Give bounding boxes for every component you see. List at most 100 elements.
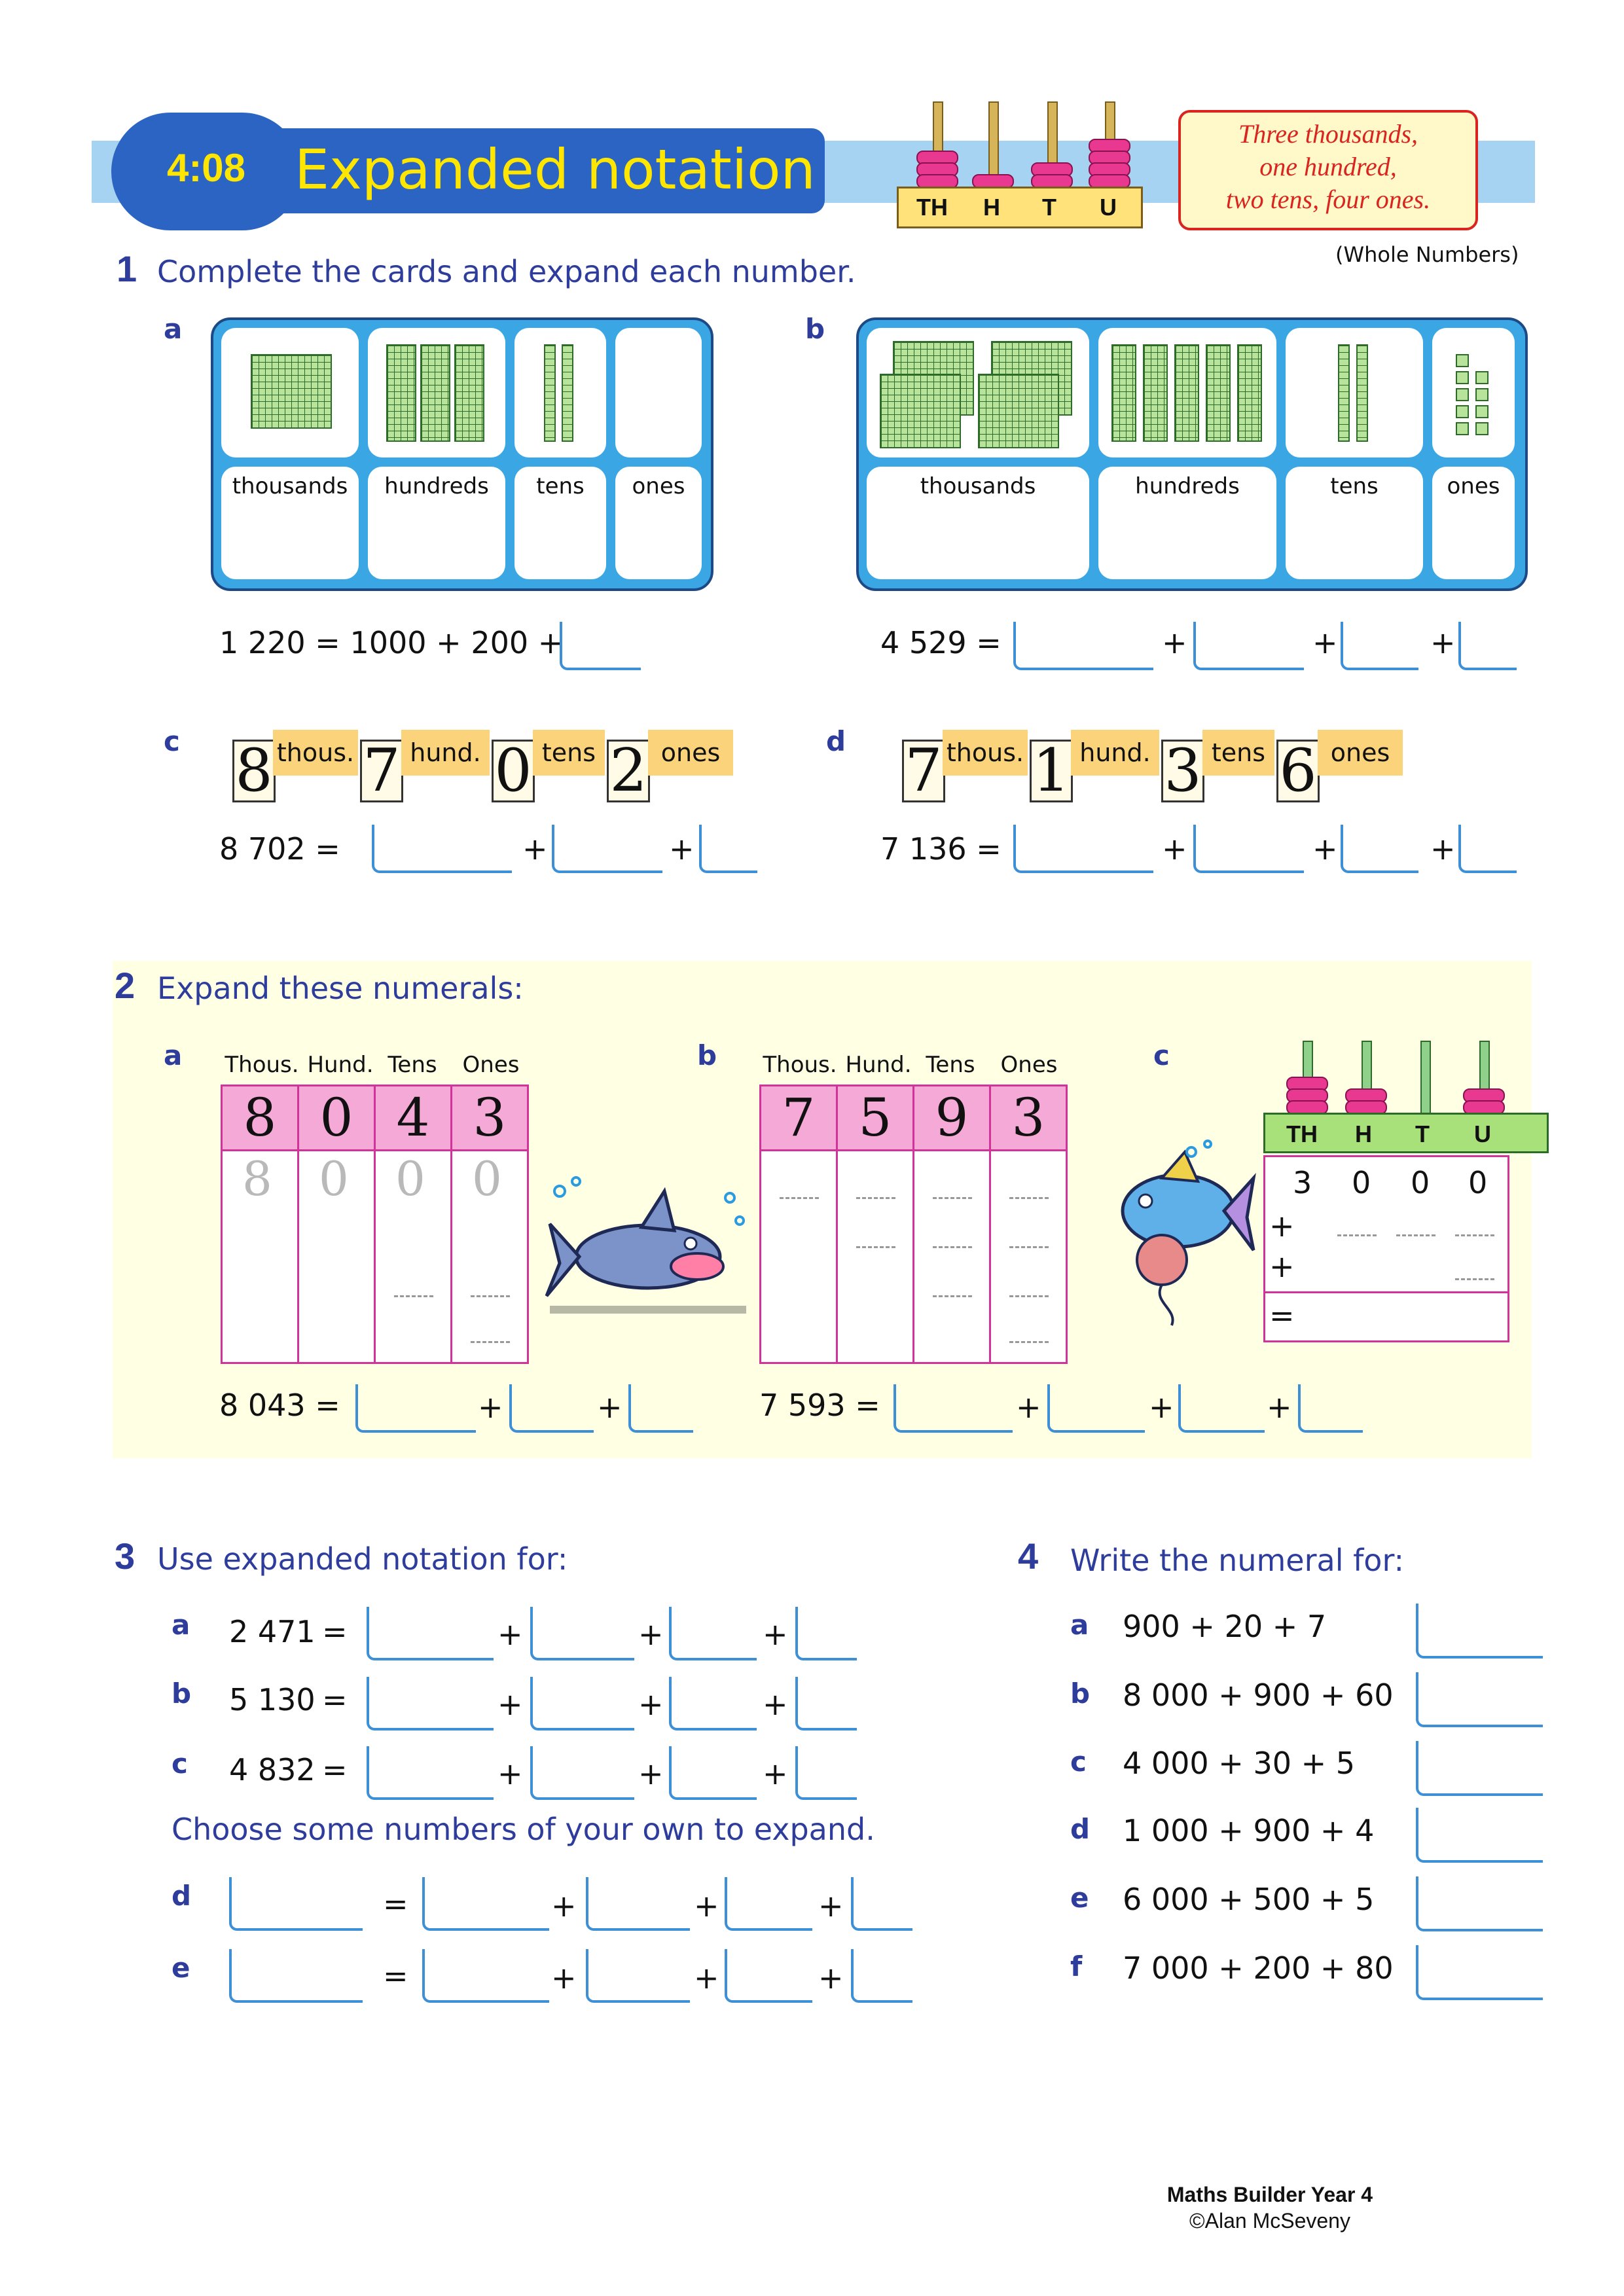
q3d-box-4[interactable] (851, 1877, 912, 1931)
q1d-equation: 7 136 = (880, 831, 1001, 867)
q4e-answer-box[interactable] (1416, 1876, 1543, 1931)
q3c-box-1[interactable] (367, 1746, 494, 1800)
q3e-box-1[interactable] (422, 1949, 549, 2003)
q1a-block-tens (514, 328, 606, 457)
q3a-box-2[interactable] (530, 1607, 634, 1660)
q4f-answer-box[interactable] (1416, 1945, 1543, 2000)
q1b-card-thousands[interactable]: thousands (867, 467, 1089, 579)
q2a-col-thousands[interactable]: 8 (221, 1149, 299, 1364)
q1d-box-2[interactable] (1193, 825, 1304, 873)
q1b-card-hundreds[interactable]: hundreds (1098, 467, 1276, 579)
q2c-label: c (1153, 1039, 1170, 1071)
q4d-answer-box[interactable] (1416, 1808, 1543, 1863)
q3c-box-4[interactable] (795, 1746, 857, 1800)
q3e-number-box[interactable] (229, 1949, 363, 2003)
q1b-label: b (805, 313, 825, 345)
q2b-label: b (697, 1039, 717, 1071)
q3c-box-2[interactable] (530, 1746, 634, 1800)
q2a-digit-hundreds: 0 (297, 1085, 376, 1151)
q1a-card-thousands[interactable]: thousands (221, 467, 359, 579)
q3c-box-3[interactable] (669, 1746, 757, 1800)
q2a-box-1[interactable] (355, 1384, 476, 1433)
q3b-box-3[interactable] (669, 1677, 757, 1731)
q1b-card-tens[interactable]: tens (1286, 467, 1423, 579)
q2b-col-ones[interactable] (989, 1149, 1068, 1364)
q2-instruction: Expand these numerals: (157, 971, 524, 1006)
q2a-col-ones[interactable]: 0 (450, 1149, 529, 1364)
q4-number: 4 (1018, 1535, 1039, 1577)
q3d-box-2[interactable] (586, 1877, 690, 1931)
q3a-box-1[interactable] (367, 1607, 494, 1660)
q3-number: 3 (115, 1535, 135, 1577)
q1a-equation: 1 220 = 1000 + 200 + (219, 625, 564, 660)
q1b-box-3[interactable] (1341, 622, 1418, 670)
q4a-answer-box[interactable] (1416, 1604, 1543, 1659)
q2b-col-tens[interactable] (912, 1149, 991, 1364)
q3b-box-2[interactable] (530, 1677, 634, 1731)
q1a-panel: thousands hundreds tens ones (211, 317, 713, 591)
q1a-card-tens[interactable]: tens (514, 467, 606, 579)
q1c-label: c (164, 725, 180, 757)
q4c-answer-box[interactable] (1416, 1741, 1543, 1796)
q4-instruction: Write the numeral for: (1070, 1543, 1405, 1578)
q2a-col-tens[interactable]: 0 (374, 1149, 452, 1364)
q1d-box-4[interactable] (1458, 825, 1517, 873)
q1d-label: d (826, 725, 846, 757)
q1c-box-3[interactable] (699, 825, 757, 873)
q1a-block-ones (615, 328, 702, 457)
q1d-box-1[interactable] (1013, 825, 1153, 873)
q3e-box-3[interactable] (725, 1949, 812, 2003)
q2b-digit-tens: 9 (912, 1085, 991, 1151)
q4b-answer-box[interactable] (1416, 1672, 1543, 1727)
q1c-box-2[interactable] (552, 825, 662, 873)
q1a-block-thousands (221, 328, 359, 457)
header-abacus: TH H T U (897, 98, 1146, 229)
q3d-box-3[interactable] (725, 1877, 812, 1931)
q1c-box-1[interactable] (372, 825, 512, 873)
q2c-abacus: TH H T U (1263, 1037, 1551, 1155)
q3-instruction: Use expanded notation for: (157, 1541, 568, 1577)
q3d-number-box[interactable] (229, 1877, 363, 1931)
q2a-label: a (164, 1039, 183, 1071)
q1b-panel: thousands hundreds tens ones (856, 317, 1528, 591)
footer-book: Maths Builder Year 4 (1166, 2183, 1373, 2206)
q2a-col-hundreds[interactable]: 0 (297, 1149, 376, 1364)
q3-own-prompt: Choose some numbers of your own to expan… (171, 1812, 875, 1847)
q3b-box-1[interactable] (367, 1677, 494, 1731)
q1d-strip: 7 thous. 1 hund. 3 tens 6 ones (902, 717, 1458, 802)
q3d-box-1[interactable] (422, 1877, 549, 1931)
q2a-box-2[interactable] (509, 1384, 594, 1433)
q1b-box-2[interactable] (1193, 622, 1304, 670)
q3a-box-4[interactable] (795, 1607, 857, 1660)
q1a-card-ones[interactable]: ones (615, 467, 702, 579)
q1b-box-4[interactable] (1458, 622, 1517, 670)
q2a-digit-tens: 4 (374, 1085, 452, 1151)
q2b-col-hundreds[interactable] (836, 1149, 914, 1364)
q3a-box-3[interactable] (669, 1607, 757, 1660)
q1b-box-1[interactable] (1013, 622, 1153, 670)
q2b-equation: 7 593 = (759, 1388, 880, 1423)
q2b-digit-thousands: 7 (759, 1085, 838, 1151)
q1c-strip: 8 thous. 7 hund. 0 tens 2 ones (232, 717, 789, 802)
q2b-box-3[interactable] (1178, 1384, 1265, 1433)
q2b-digit-ones: 3 (989, 1085, 1068, 1151)
q2b-box-4[interactable] (1298, 1384, 1363, 1433)
q3e-box-2[interactable] (586, 1949, 690, 2003)
q1a-answer-box[interactable] (560, 622, 641, 670)
q2b-col-thousands[interactable] (759, 1149, 838, 1364)
shark-illustration (543, 1172, 753, 1322)
q1d-box-3[interactable] (1341, 825, 1418, 873)
q2a-box-3[interactable] (628, 1384, 693, 1433)
q1b-card-ones[interactable]: ones (1432, 467, 1515, 579)
q2-number: 2 (115, 965, 135, 1006)
q2b-box-1[interactable] (893, 1384, 1013, 1433)
q2c-work-box[interactable]: 3 0 0 0 + + = (1263, 1155, 1509, 1342)
q3b-box-4[interactable] (795, 1677, 857, 1731)
q3e-box-4[interactable] (851, 1949, 912, 2003)
fish-illustration (1100, 1139, 1257, 1329)
q1a-block-hundreds (368, 328, 505, 457)
q2b-box-2[interactable] (1047, 1384, 1145, 1433)
q1a-card-hundreds[interactable]: hundreds (368, 467, 505, 579)
q2b-digit-hundreds: 5 (836, 1085, 914, 1151)
q2a-digit-ones: 3 (450, 1085, 529, 1151)
